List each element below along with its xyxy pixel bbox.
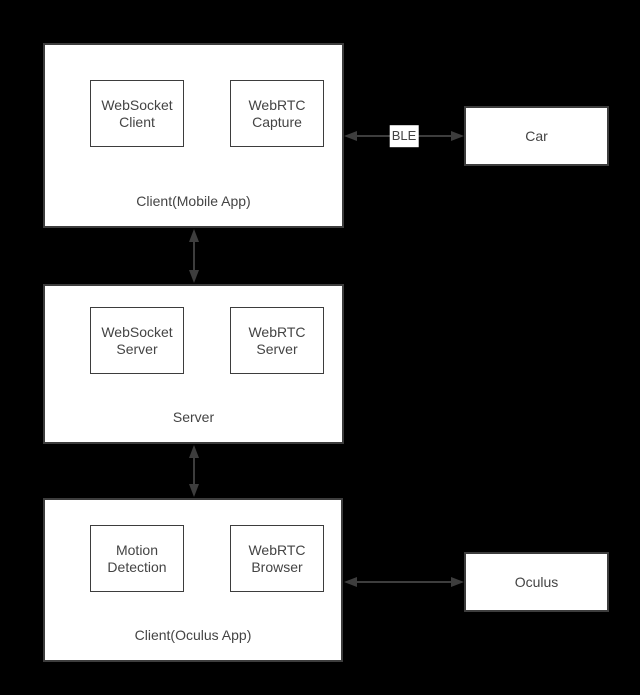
group-client-oculus-app: Motion Detection WebRTC Browser Client(O… [43,498,343,662]
node-websocket-server: WebSocket Server [90,307,184,374]
arrowhead-left-icon [344,577,357,587]
node-car: Car [464,106,609,166]
connector-oculus-app-oculus [344,576,464,588]
group-server-label: Server [172,409,215,425]
connector-mobile-car: BLE [344,125,464,147]
arrowhead-right-icon [451,577,464,587]
arrowhead-down-icon [189,484,199,497]
connector-ble-label: BLE [389,125,419,147]
group-client-oculus-app-label: Client(Oculus App) [134,627,252,643]
node-motion-detection-label: Motion Detection [107,541,167,575]
arrowhead-down-icon [189,270,199,283]
group-client-mobile-app: WebSocket Client WebRTC Capture Client(M… [43,43,344,228]
group-client-mobile-app-label: Client(Mobile App) [136,193,251,209]
connector-oculus-app-oculus-shaft [357,581,451,583]
connector-server-oculus-app-shaft [193,458,195,484]
arrowhead-right-icon [451,131,464,141]
node-oculus-label: Oculus [514,574,559,590]
arrowhead-up-icon [189,229,199,242]
node-oculus: Oculus [464,552,609,612]
node-websocket-client: WebSocket Client [90,80,184,147]
node-webrtc-browser: WebRTC Browser [230,525,324,592]
node-webrtc-server: WebRTC Server [230,307,324,374]
node-motion-detection: Motion Detection [90,525,184,592]
node-webrtc-server-label: WebRTC Server [248,323,306,357]
node-webrtc-capture: WebRTC Capture [230,80,324,147]
connector-mobile-server-shaft [193,242,195,270]
arrowhead-left-icon [344,131,357,141]
node-car-label: Car [525,128,548,144]
group-server: WebSocket Server WebRTC Server Server [43,284,344,444]
node-webrtc-capture-label: WebRTC Capture [248,96,306,130]
arrowhead-up-icon [189,445,199,458]
connector-server-oculus-app [188,445,200,497]
node-websocket-client-label: WebSocket Client [101,96,173,130]
node-webrtc-browser-label: WebRTC Browser [248,541,306,575]
connector-mobile-server [188,229,200,283]
node-websocket-server-label: WebSocket Server [101,323,173,357]
